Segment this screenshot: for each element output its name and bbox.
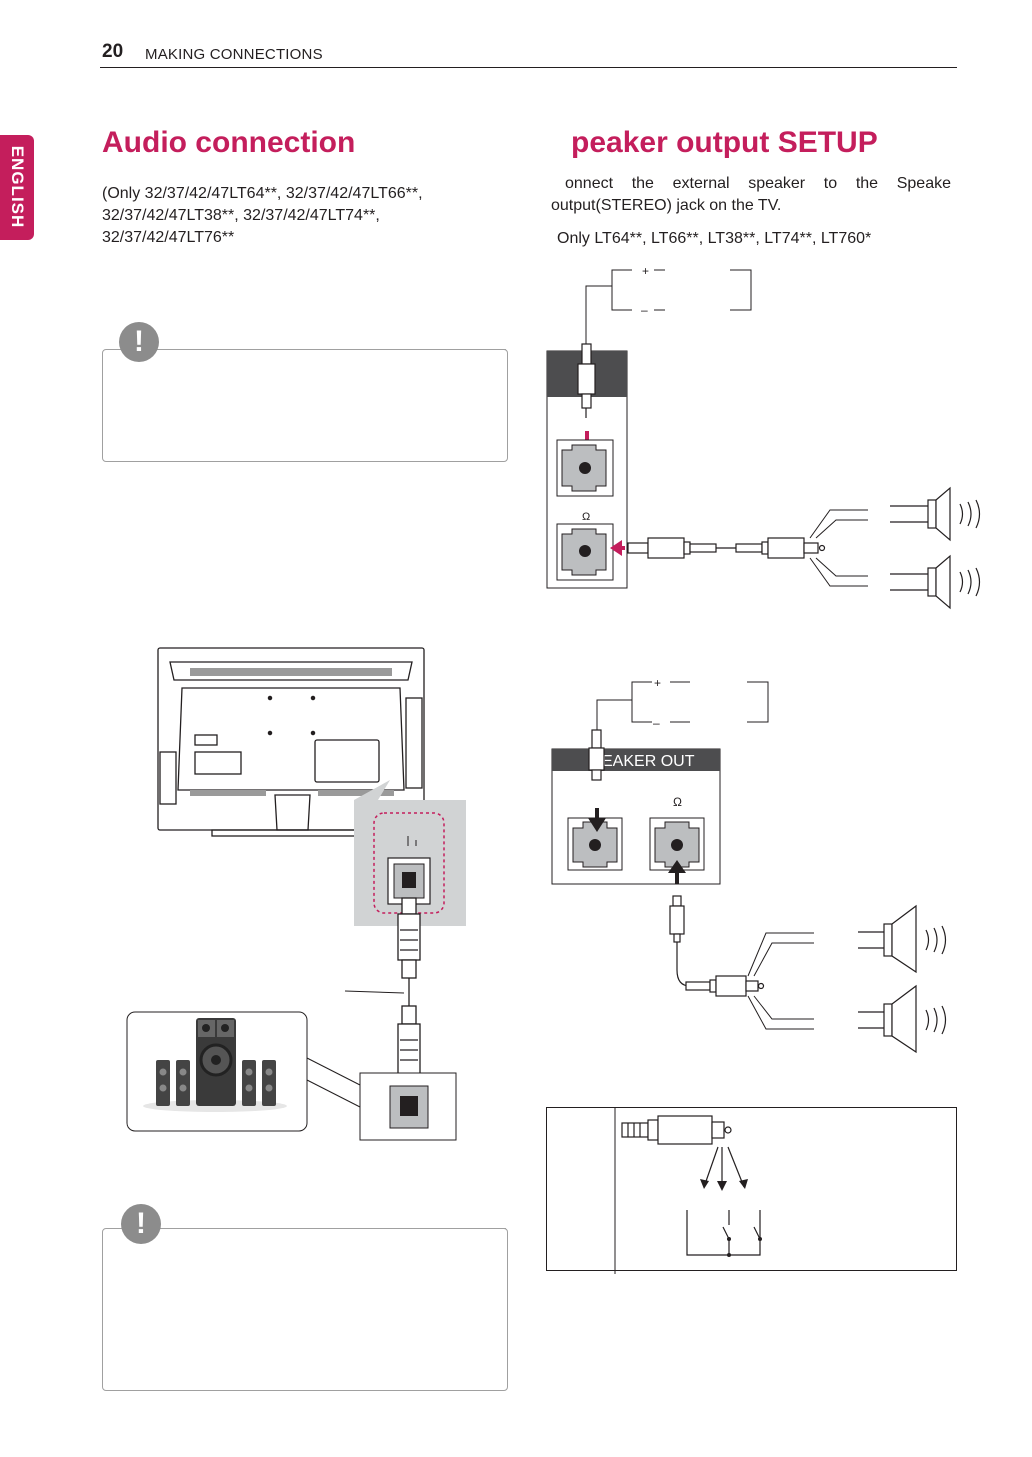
audio-models-line-2: 32/37/42/47LT38**, 32/37/42/47LT74**, [102,207,380,224]
plug-wiring-table [546,1107,957,1274]
language-tab: ENGLISH [0,135,34,240]
audio-models-text: (Only 32/37/42/47LT64**, 32/37/42/47LT66… [102,183,502,249]
header-rule [100,67,957,68]
speaker-diagram-vertical: + – Ω [546,264,981,610]
plus-symbol: + [642,264,649,278]
note-rule-2 [246,1228,506,1229]
note-rule-1 [246,349,506,350]
speaker-output-title: peaker output SETUP [571,126,878,159]
page-number: 20 [102,41,124,62]
optical-connection-diagram [126,647,466,1141]
speaker-out-label: EAKER OUT [602,753,695,770]
language-tab-label: ENGLISH [8,145,27,229]
minus-symbol: – [641,303,648,317]
audio-models-line-1: (Only 32/37/42/47LT64**, 32/37/42/47LT66… [102,185,423,202]
speaker-icon [858,984,947,1054]
plus-symbol: + [654,676,661,690]
speaker-diagram-horizontal: + – EAKER OUT Ω [551,676,947,1054]
speaker-icon [858,904,947,974]
home-theater-icon [143,1018,287,1112]
speaker-icon [890,486,981,542]
note-box-1 [102,349,508,462]
speaker-icon [890,554,981,610]
audio-models-line-3: 32/37/42/47LT76** [102,229,235,246]
note-box-2 [102,1228,508,1391]
ohm-symbol: Ω [582,511,590,523]
minus-symbol: – [653,716,660,730]
exclamation-icon: ! [121,1204,161,1244]
speaker-intro-line-1: onnect the external speaker to the Speak… [565,175,951,192]
ohm-symbol: Ω [673,795,682,809]
speaker-intro-text: onnect the external speaker to the Speak… [551,173,951,217]
section-title: MAKING CONNECTIONS [145,46,323,63]
speaker-models-text: Only LT64**, LT66**, LT38**, LT74**, LT7… [557,230,872,247]
optical-cable [397,897,421,1089]
audio-connection-title: Audio connection [102,126,356,159]
speaker-intro-line-2: output(STEREO) jack on the TV. [551,197,782,214]
exclamation-icon: ! [119,322,159,362]
